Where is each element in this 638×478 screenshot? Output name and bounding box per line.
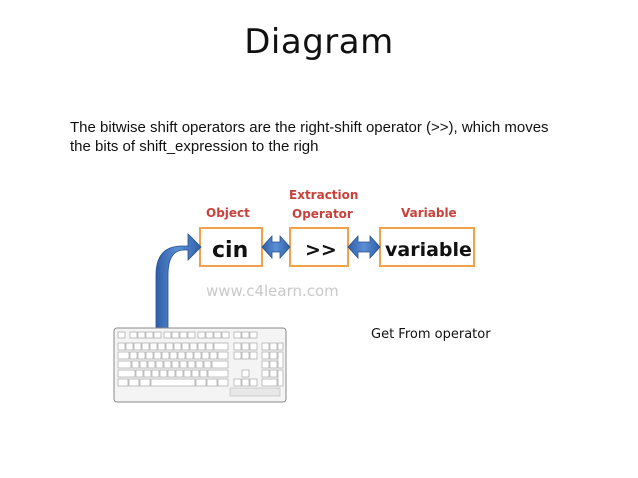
object-label: Object bbox=[206, 206, 250, 220]
slide-body-text: The bitwise shift operators are the righ… bbox=[70, 119, 549, 155]
curved-arrow-icon bbox=[155, 233, 202, 331]
extraction-label-line2: Operator bbox=[292, 207, 353, 221]
watermark-text: www.c4learn.com bbox=[206, 282, 339, 300]
variable-label: Variable bbox=[401, 206, 457, 220]
double-arrow-icon bbox=[347, 234, 381, 260]
slide-title: Diagram bbox=[244, 22, 394, 62]
cin-box-text: cin bbox=[212, 238, 248, 263]
double-arrow-icon bbox=[261, 234, 291, 260]
diagram-caption: Get From operator bbox=[371, 327, 491, 342]
operator-box-text: >> bbox=[305, 239, 337, 261]
keyboard-icon bbox=[113, 327, 287, 403]
extraction-label-line1: Extraction bbox=[289, 188, 358, 202]
variable-box-text: variable bbox=[385, 239, 472, 261]
